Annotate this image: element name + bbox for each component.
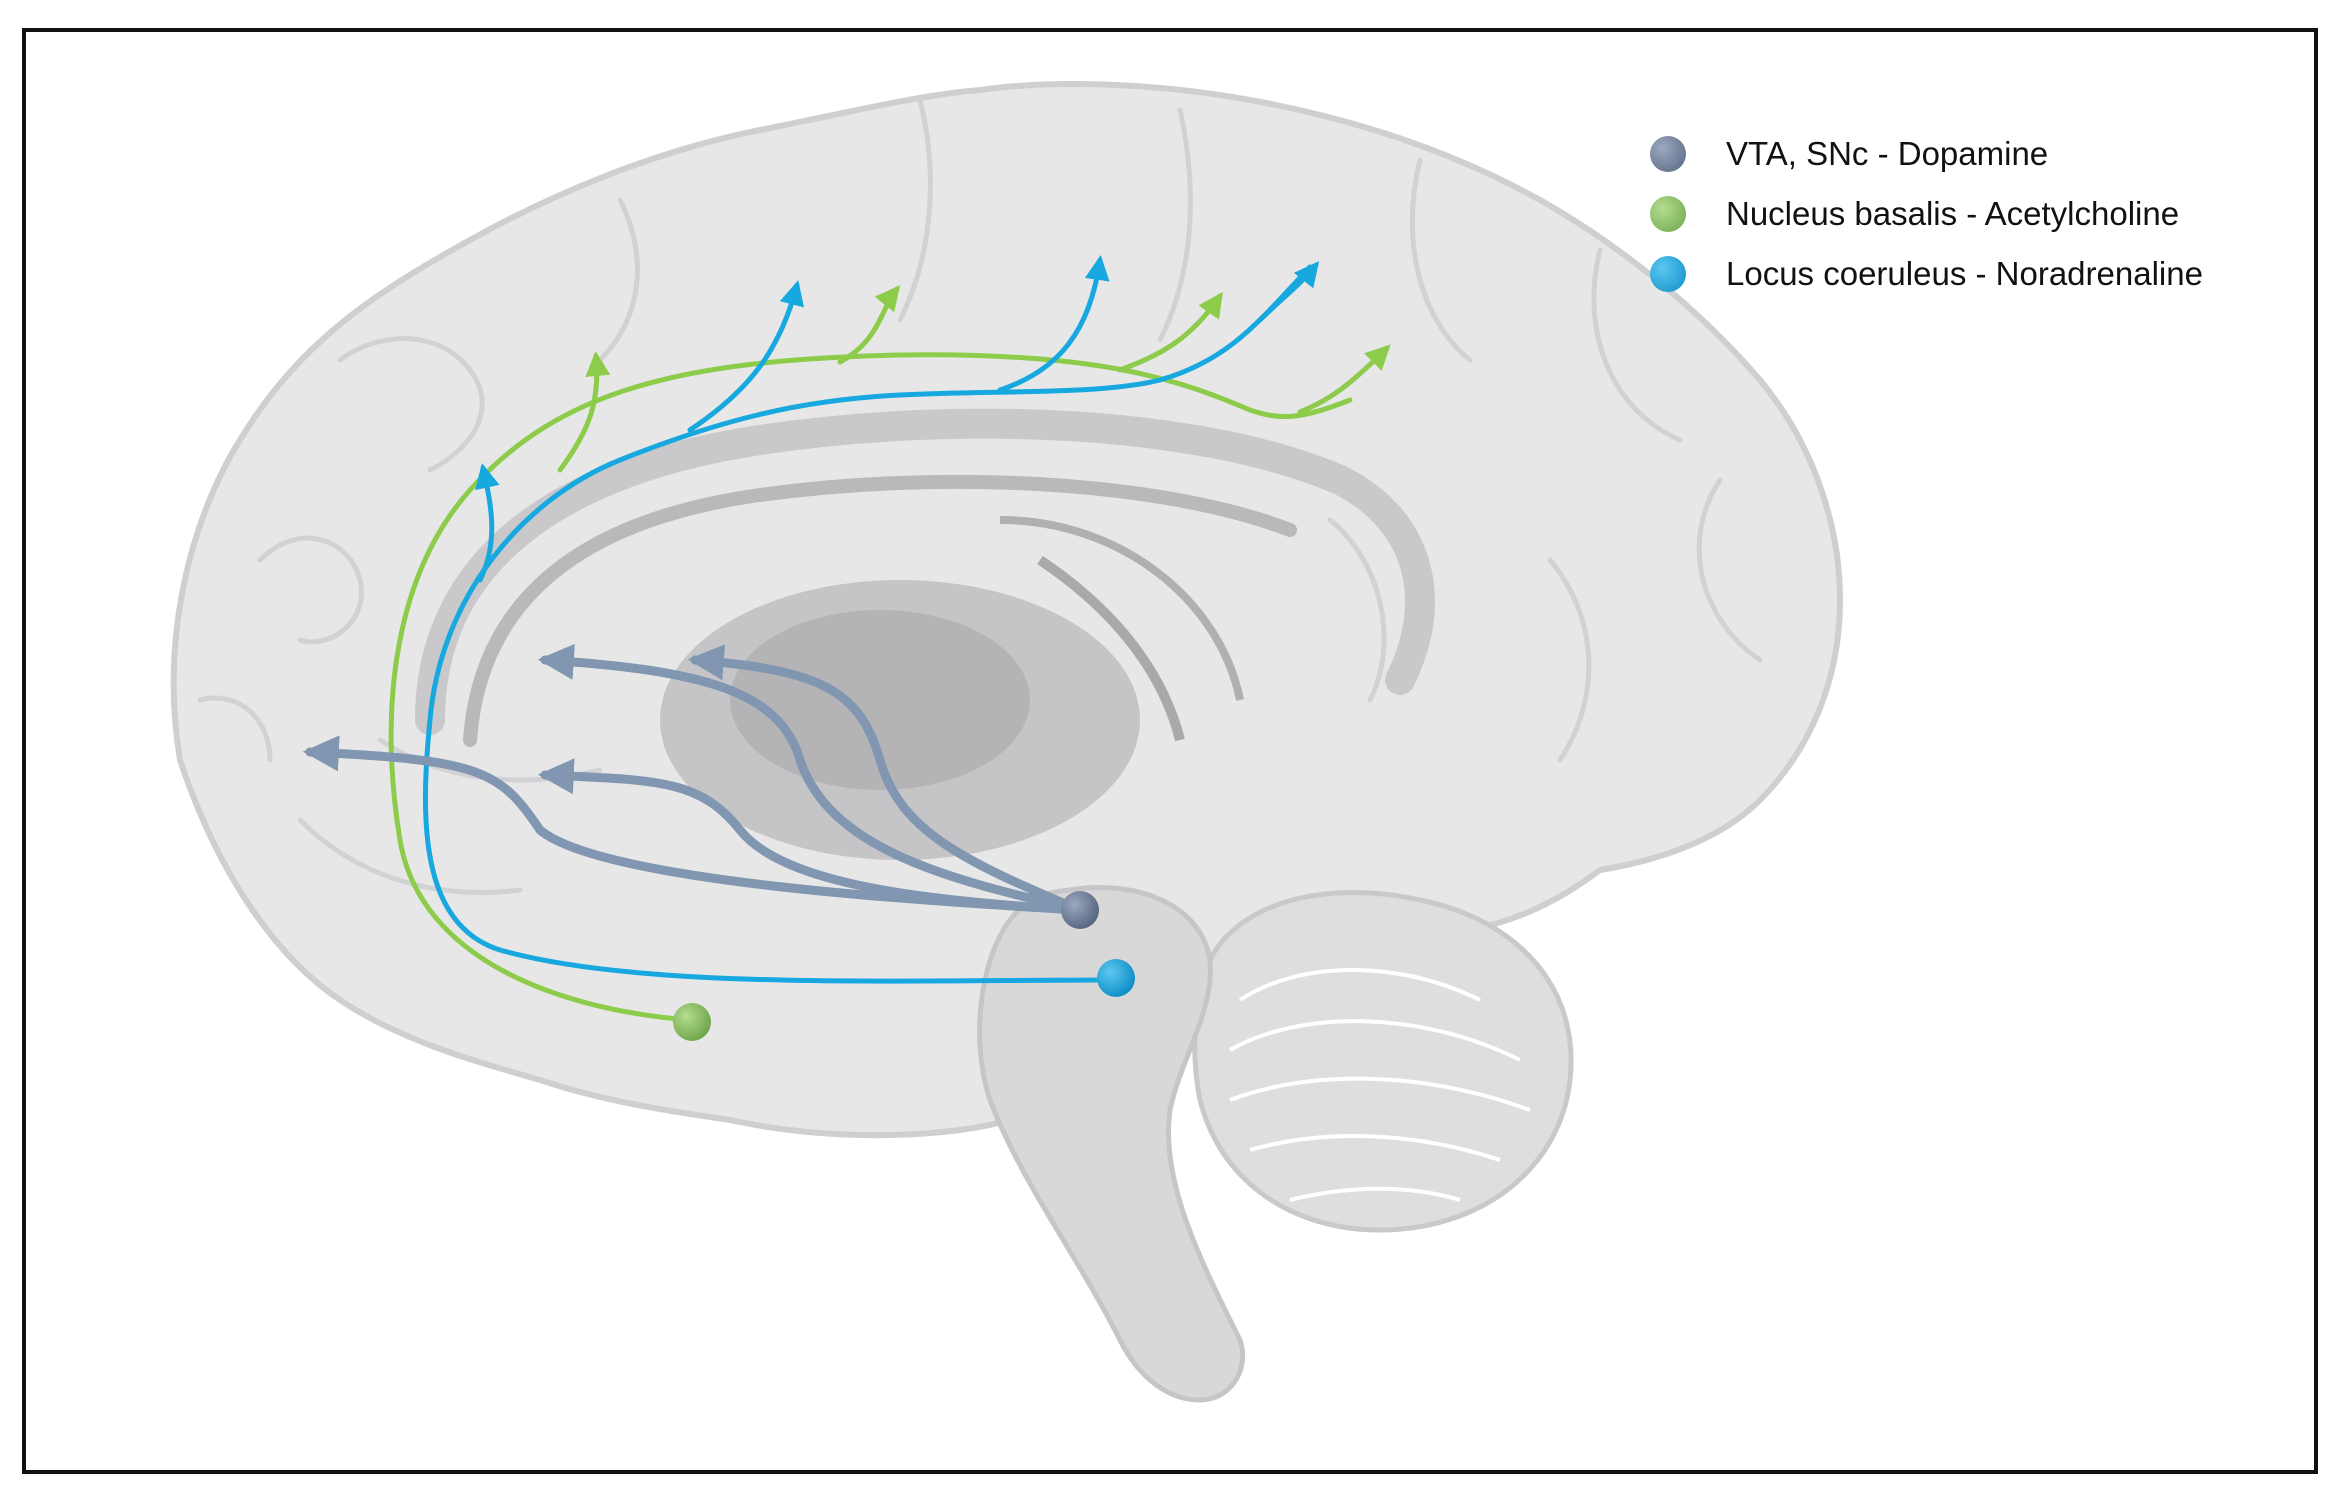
ach-branch-1 bbox=[557, 351, 611, 473]
na-branch-1 bbox=[475, 463, 500, 583]
ach-trunk bbox=[388, 352, 1353, 1023]
legend-label: VTA, SNc - Dopamine bbox=[1726, 135, 2049, 172]
cerebellum bbox=[1192, 890, 1574, 1233]
da-path-3 bbox=[537, 643, 1085, 915]
na-trunk bbox=[422, 264, 1313, 984]
acetylcholine-pathways bbox=[388, 285, 1391, 1023]
ach-branch-2 bbox=[837, 285, 901, 365]
locus-coeruleus-node bbox=[1097, 959, 1135, 997]
dopamine-pathways bbox=[302, 643, 1085, 915]
da-path-2 bbox=[537, 758, 1085, 915]
na-branch-3 bbox=[997, 255, 1110, 393]
cerebellum-folia bbox=[1229, 968, 1531, 1202]
legend-item-acetylcholine: Nucleus basalis - Acetylcholine bbox=[1650, 184, 2203, 244]
acetylcholine-dot-icon bbox=[1650, 196, 1686, 232]
dopamine-dot-icon bbox=[1650, 136, 1686, 172]
ach-branch-4 bbox=[1297, 344, 1391, 415]
nucleus-basalis-node bbox=[673, 1003, 711, 1041]
legend-item-noradrenaline: Locus coeruleus - Noradrenaline bbox=[1650, 244, 2203, 304]
na-branch-2 bbox=[687, 280, 805, 433]
ach-branch-3 bbox=[1117, 291, 1223, 373]
legend: VTA, SNc - Dopamine Nucleus basalis - Ac… bbox=[1650, 124, 2203, 304]
na-branch-4 bbox=[1257, 261, 1320, 323]
legend-label: Nucleus basalis - Acetylcholine bbox=[1726, 195, 2180, 232]
brain-silhouette bbox=[170, 81, 1844, 1403]
sulci-lines bbox=[197, 97, 1763, 895]
brainstem bbox=[977, 885, 1246, 1403]
vta-snc-node bbox=[1061, 891, 1099, 929]
legend-item-dopamine: VTA, SNc - Dopamine bbox=[1650, 124, 2203, 184]
noradrenaline-dot-icon bbox=[1650, 256, 1686, 292]
noradrenaline-pathways bbox=[422, 255, 1320, 984]
legend-label: Locus coeruleus - Noradrenaline bbox=[1726, 255, 2203, 292]
da-path-4 bbox=[687, 644, 1085, 915]
